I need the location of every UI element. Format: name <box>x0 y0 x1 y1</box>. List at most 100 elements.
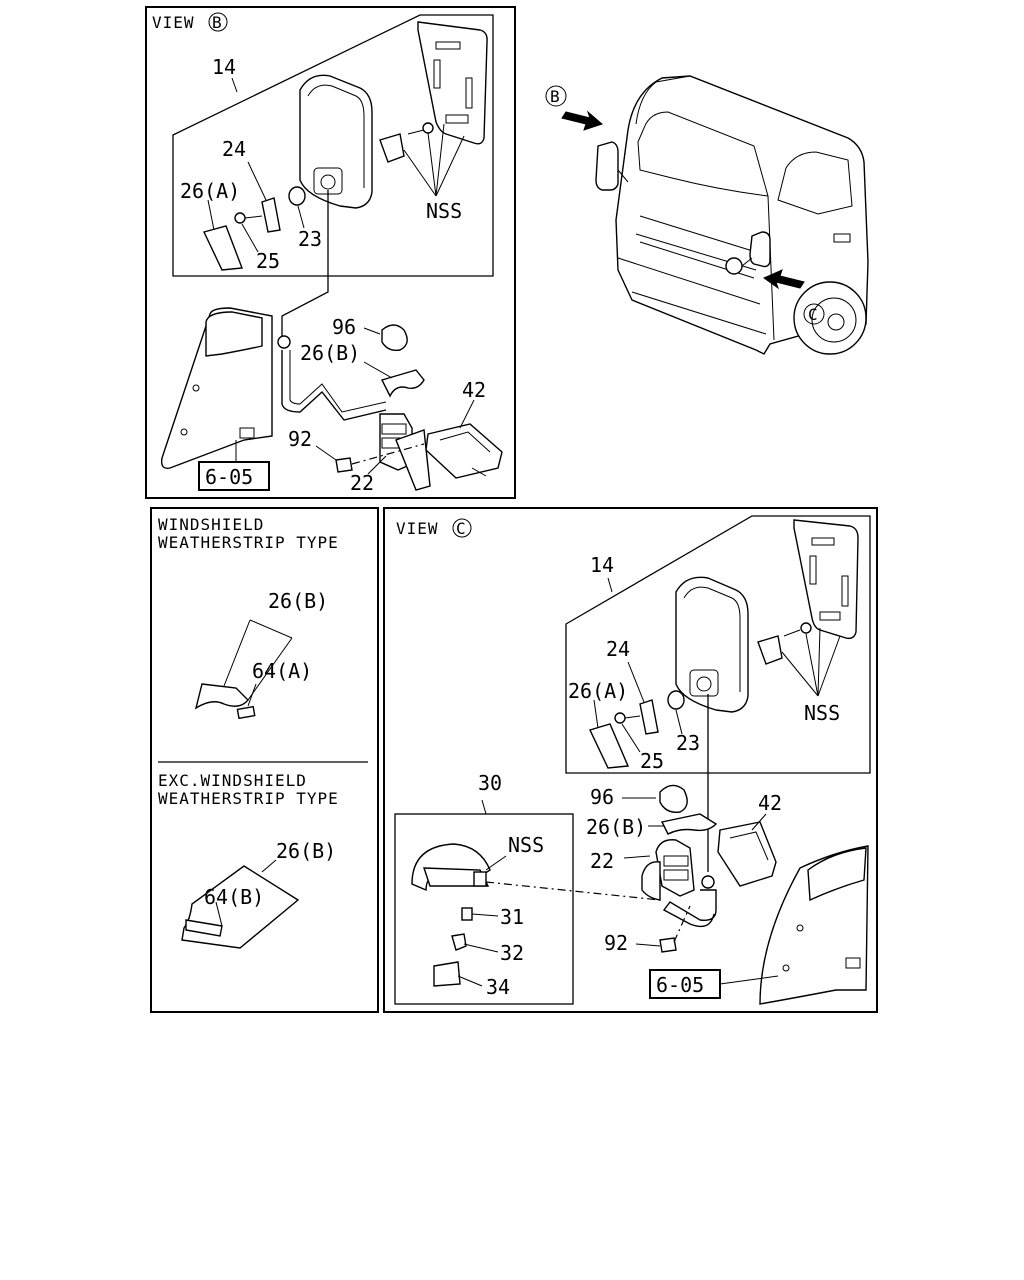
view-b-glass-slot <box>465 77 473 109</box>
view-c-stay-rod <box>662 889 717 928</box>
view-b-label-23: 23 <box>298 227 322 251</box>
inset-label-31: 31 <box>500 905 524 929</box>
windshield-clip-64a <box>236 705 256 720</box>
view-b-label-24: 24 <box>222 137 246 161</box>
truck-side-window <box>777 151 853 215</box>
view-b-part-25 <box>234 212 246 224</box>
view-c-inset-30 <box>394 813 574 1005</box>
view-c-screw <box>800 622 812 634</box>
view-b-cover-26a <box>203 225 243 271</box>
inset-label-32: 32 <box>500 941 524 965</box>
windshield-type-header-1: WINDSHIELD <box>158 515 264 534</box>
view-b-ref-label: 6-05 <box>205 465 253 489</box>
windshield-type-panel: WINDSHIELD WEATHERSTRIP TYPE 26(B) 64(A)… <box>150 507 379 1013</box>
view-c-cover-96 <box>659 784 688 813</box>
view-b-cover-96 <box>381 324 408 352</box>
inset-label-30: 30 <box>478 771 502 795</box>
view-c-label-24: 24 <box>606 637 630 661</box>
exc-windshield-header-1: EXC.WINDSHIELD <box>158 771 307 790</box>
view-c-part-24 <box>639 699 659 735</box>
view-b-bolt-92 <box>335 457 353 473</box>
view-b-part-24 <box>261 197 281 233</box>
exc-clip-64b <box>185 919 223 937</box>
windshield-gasket-26b <box>194 683 249 710</box>
view-c-label-26b: 26(B) <box>586 815 646 839</box>
inset-part-31 <box>461 907 473 921</box>
view-c-header-letter: C <box>456 519 467 538</box>
view-c-label-22: 22 <box>590 849 614 873</box>
view-b-label-14: 14 <box>212 55 236 79</box>
view-b-part-23 <box>288 186 306 206</box>
truck-wheel <box>793 281 867 355</box>
exc-windshield-header-2: WEATHERSTRIP TYPE <box>158 789 339 808</box>
truck-overview: B C <box>545 75 869 355</box>
view-b-mirror-box <box>172 14 494 277</box>
truck-windshield <box>637 111 769 197</box>
view-c-label-92: 92 <box>604 931 628 955</box>
view-b-label-96: 96 <box>332 315 356 339</box>
view-b-clip <box>379 133 405 163</box>
view-c-gasket-26b <box>660 813 718 835</box>
view-c-label-nss: NSS <box>804 701 840 725</box>
truck-right-mirror <box>749 231 771 268</box>
view-c-letter-circle <box>452 518 472 538</box>
view-b-glass-slot <box>445 114 469 124</box>
windshield-type-frame <box>150 507 379 1013</box>
view-b-frame <box>145 6 516 499</box>
truck-arrow-c-label: C <box>808 305 819 324</box>
inset-label-nss: NSS <box>508 833 544 857</box>
truck-left-mirror <box>595 141 619 191</box>
view-b-label-26a: 26(A) <box>180 179 240 203</box>
view-b-letter-circle <box>208 12 228 32</box>
view-b-label-92: 92 <box>288 427 312 451</box>
truck-cab <box>615 75 869 355</box>
truck-arrow-b-label: B <box>550 87 561 106</box>
truck-under-mirror <box>725 257 743 275</box>
view-c-header: VIEW <box>396 519 439 538</box>
inset-part-32 <box>451 933 467 951</box>
view-b-glass-slot <box>435 41 461 50</box>
view-c-clip <box>757 635 783 665</box>
view-c-label-25: 25 <box>640 749 664 773</box>
windshield-label-26b: 26(B) <box>268 589 328 613</box>
view-c-part-23 <box>667 690 685 710</box>
view-b-header-letter: B <box>212 13 223 32</box>
view-c-label-23: 23 <box>676 731 700 755</box>
view-b-screw <box>422 122 434 134</box>
exc-label-64b: 64(B) <box>204 885 264 909</box>
view-b-stay-rod <box>281 350 387 421</box>
view-b-label-42: 42 <box>462 378 486 402</box>
inset-part-34 <box>433 961 461 987</box>
view-b-bracket-42 <box>425 423 503 479</box>
view-b-ref-box <box>198 461 270 491</box>
view-b-mirror-glass <box>417 21 488 145</box>
view-c-bolt-92 <box>659 937 677 953</box>
exc-label-26b: 26(B) <box>276 839 336 863</box>
view-c-label-96: 96 <box>590 785 614 809</box>
view-c-frame <box>383 507 878 1013</box>
windshield-label-64a: 64(A) <box>252 659 312 683</box>
view-c-label-14: 14 <box>590 553 614 577</box>
view-c-mirror-box <box>565 515 871 774</box>
view-c-mirror-glass <box>793 519 859 640</box>
truck-arrow-c <box>762 269 805 290</box>
view-b-label-25: 25 <box>256 249 280 273</box>
view-b-label-22: 22 <box>350 471 374 495</box>
inset-label-34: 34 <box>486 975 510 999</box>
view-c-ref-box <box>649 969 721 999</box>
view-c-bracket-42 <box>717 821 777 887</box>
view-c-part-25 <box>614 712 626 724</box>
view-b-header: VIEW <box>152 13 195 32</box>
view-c-bracket-22 <box>655 839 695 897</box>
windshield-type-header-2: WEATHERSTRIP TYPE <box>158 533 339 552</box>
view-b-stay-line <box>281 190 329 340</box>
view-c-cover-26a <box>589 723 630 769</box>
view-c-label-42: 42 <box>758 791 782 815</box>
view-b-mirror-housing <box>299 74 373 209</box>
view-b-panel: VIEW B <box>145 6 516 499</box>
view-c-mirror-housing <box>675 576 749 713</box>
view-b-label-nss: NSS <box>426 199 462 223</box>
view-b-glass-slot <box>433 59 441 89</box>
view-c-label-26a: 26(A) <box>568 679 628 703</box>
